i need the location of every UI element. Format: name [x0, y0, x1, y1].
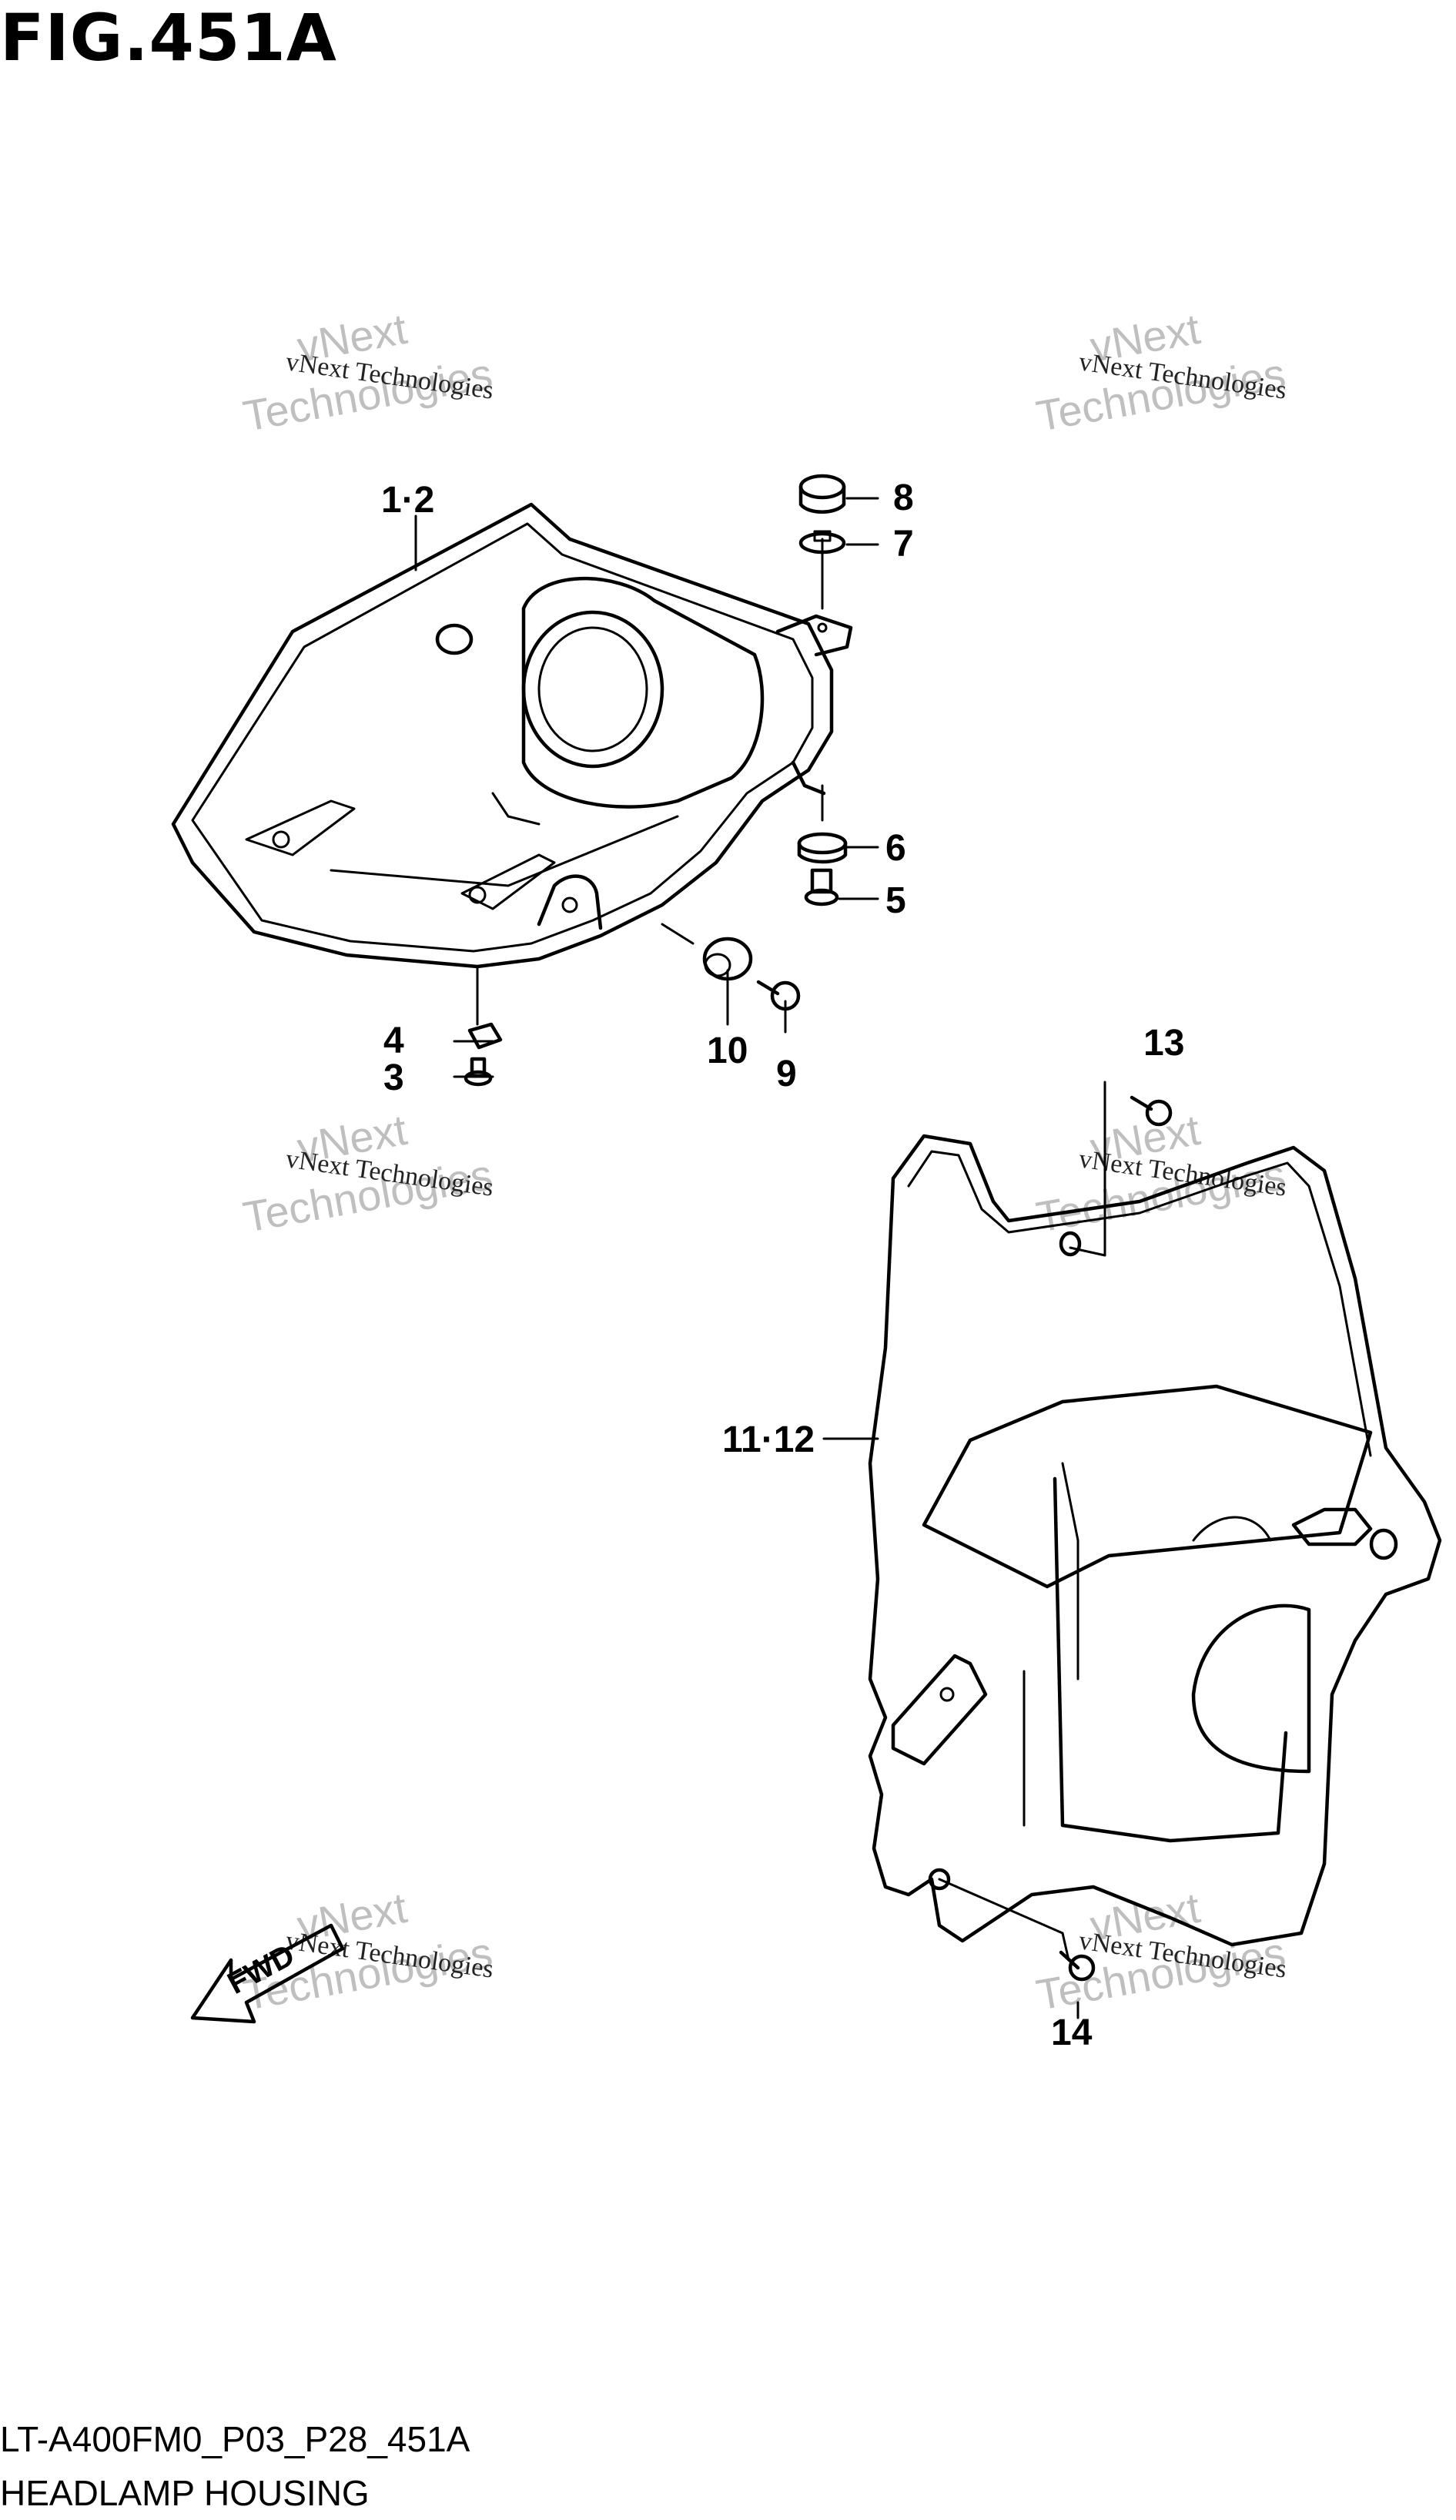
diagram-code: LT-A400FM0_P03_P28_451A [0, 2419, 470, 2459]
collar-6-icon [797, 832, 848, 864]
leader-lines-lower [822, 1081, 1106, 2019]
clip-13-icon [1130, 1095, 1173, 1127]
callout-6: 6 [885, 828, 906, 869]
watermark-mid-left: vNext Technologies vNext Technologies [239, 1105, 496, 1242]
callout-14: 14 [1051, 2012, 1093, 2053]
clip-14-icon [1059, 1950, 1096, 1982]
watermark-top-left: vNext Technologies vNext Technologies [239, 304, 496, 441]
watermark-bottom-right: vNext Technologies vNext Technologies [1033, 1883, 1289, 2019]
bolt-5-icon [804, 868, 839, 906]
grommet-8-icon [798, 474, 846, 514]
headlamp-housing-part [171, 502, 853, 969]
grommet-10-icon [702, 937, 753, 981]
screw-9-icon [756, 980, 801, 1011]
callout-9: 9 [776, 1054, 797, 1094]
callout-5: 5 [885, 880, 906, 921]
lower-cover-part [868, 1134, 1442, 1947]
screw-3-icon [464, 1057, 493, 1087]
callout-10: 10 [707, 1030, 748, 1071]
callout-1-2: 1·2 [381, 480, 434, 521]
callout-11-12: 11·12 [722, 1419, 815, 1460]
diagram-name: HEADLAMP HOUSING [0, 2473, 370, 2513]
figure-title: FIG.451A [0, 0, 337, 75]
callout-13: 13 [1143, 1023, 1184, 1064]
collar-7-icon [798, 530, 846, 555]
nut-4-icon [467, 1022, 503, 1050]
watermark-top-right: vNext Technologies vNext Technologies [1033, 304, 1289, 441]
callout-4: 4 [383, 1020, 404, 1061]
callout-7: 7 [893, 524, 914, 565]
callout-3: 3 [383, 1057, 404, 1098]
callout-8: 8 [893, 478, 914, 518]
